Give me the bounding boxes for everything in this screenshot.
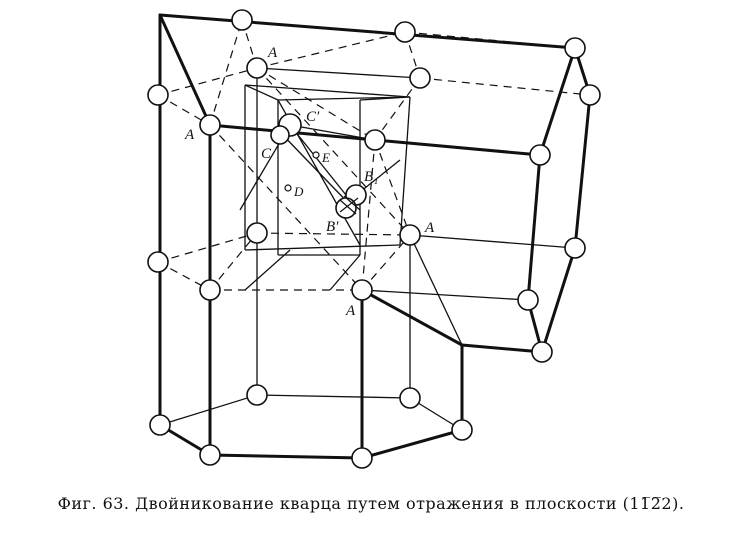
caption-prefix: Фиг. 63. [57, 494, 130, 513]
atom [409, 67, 431, 89]
atom [351, 279, 373, 301]
atom [364, 129, 386, 151]
small-points [284, 151, 320, 192]
label-e: E [321, 150, 330, 165]
label-b1: B₁ [364, 169, 378, 185]
point-e [312, 151, 320, 159]
labels: A A C′ C E D B₁ B′ A A [184, 45, 435, 319]
atom [246, 384, 268, 406]
atom [394, 21, 416, 43]
atom [231, 9, 253, 31]
atom [246, 222, 268, 244]
caption-text: Двойникование кварца путем отражения в п… [135, 494, 618, 513]
atom [529, 144, 551, 166]
atom [531, 341, 553, 363]
quartz-twinning-diagram: A A C′ C E D B₁ B′ A A [147, 9, 601, 469]
atom [351, 447, 373, 469]
atom [579, 84, 601, 106]
cross-marks [339, 195, 361, 215]
label-a-right: A [424, 220, 435, 236]
atom [147, 84, 169, 106]
atom [564, 237, 586, 259]
atom [399, 224, 421, 246]
atom [399, 387, 421, 409]
atom [199, 444, 221, 466]
atom [246, 57, 268, 79]
label-a-left: A [184, 127, 195, 143]
label-b-prime: B′ [326, 219, 339, 235]
atom [517, 289, 539, 311]
atom [199, 114, 221, 136]
point-d [284, 184, 292, 192]
label-d: D [293, 184, 304, 199]
atom [451, 419, 473, 441]
dashed-edges [157, 19, 591, 291]
atom [564, 37, 586, 59]
thin-edges [159, 67, 576, 431]
figure-caption: Фиг. 63. Двойникование кварца путем отра… [0, 494, 742, 513]
atom [149, 414, 171, 436]
thick-edges [158, 13, 592, 460]
label-a-top: A [267, 45, 278, 61]
label-a-bottom: A [345, 303, 356, 319]
atom [147, 251, 169, 273]
atom-c [270, 125, 290, 145]
label-c: C [261, 146, 272, 162]
label-c-prime: C′ [306, 109, 320, 125]
atom [199, 279, 221, 301]
caption-indices: (11̅2̅2). [622, 494, 685, 513]
